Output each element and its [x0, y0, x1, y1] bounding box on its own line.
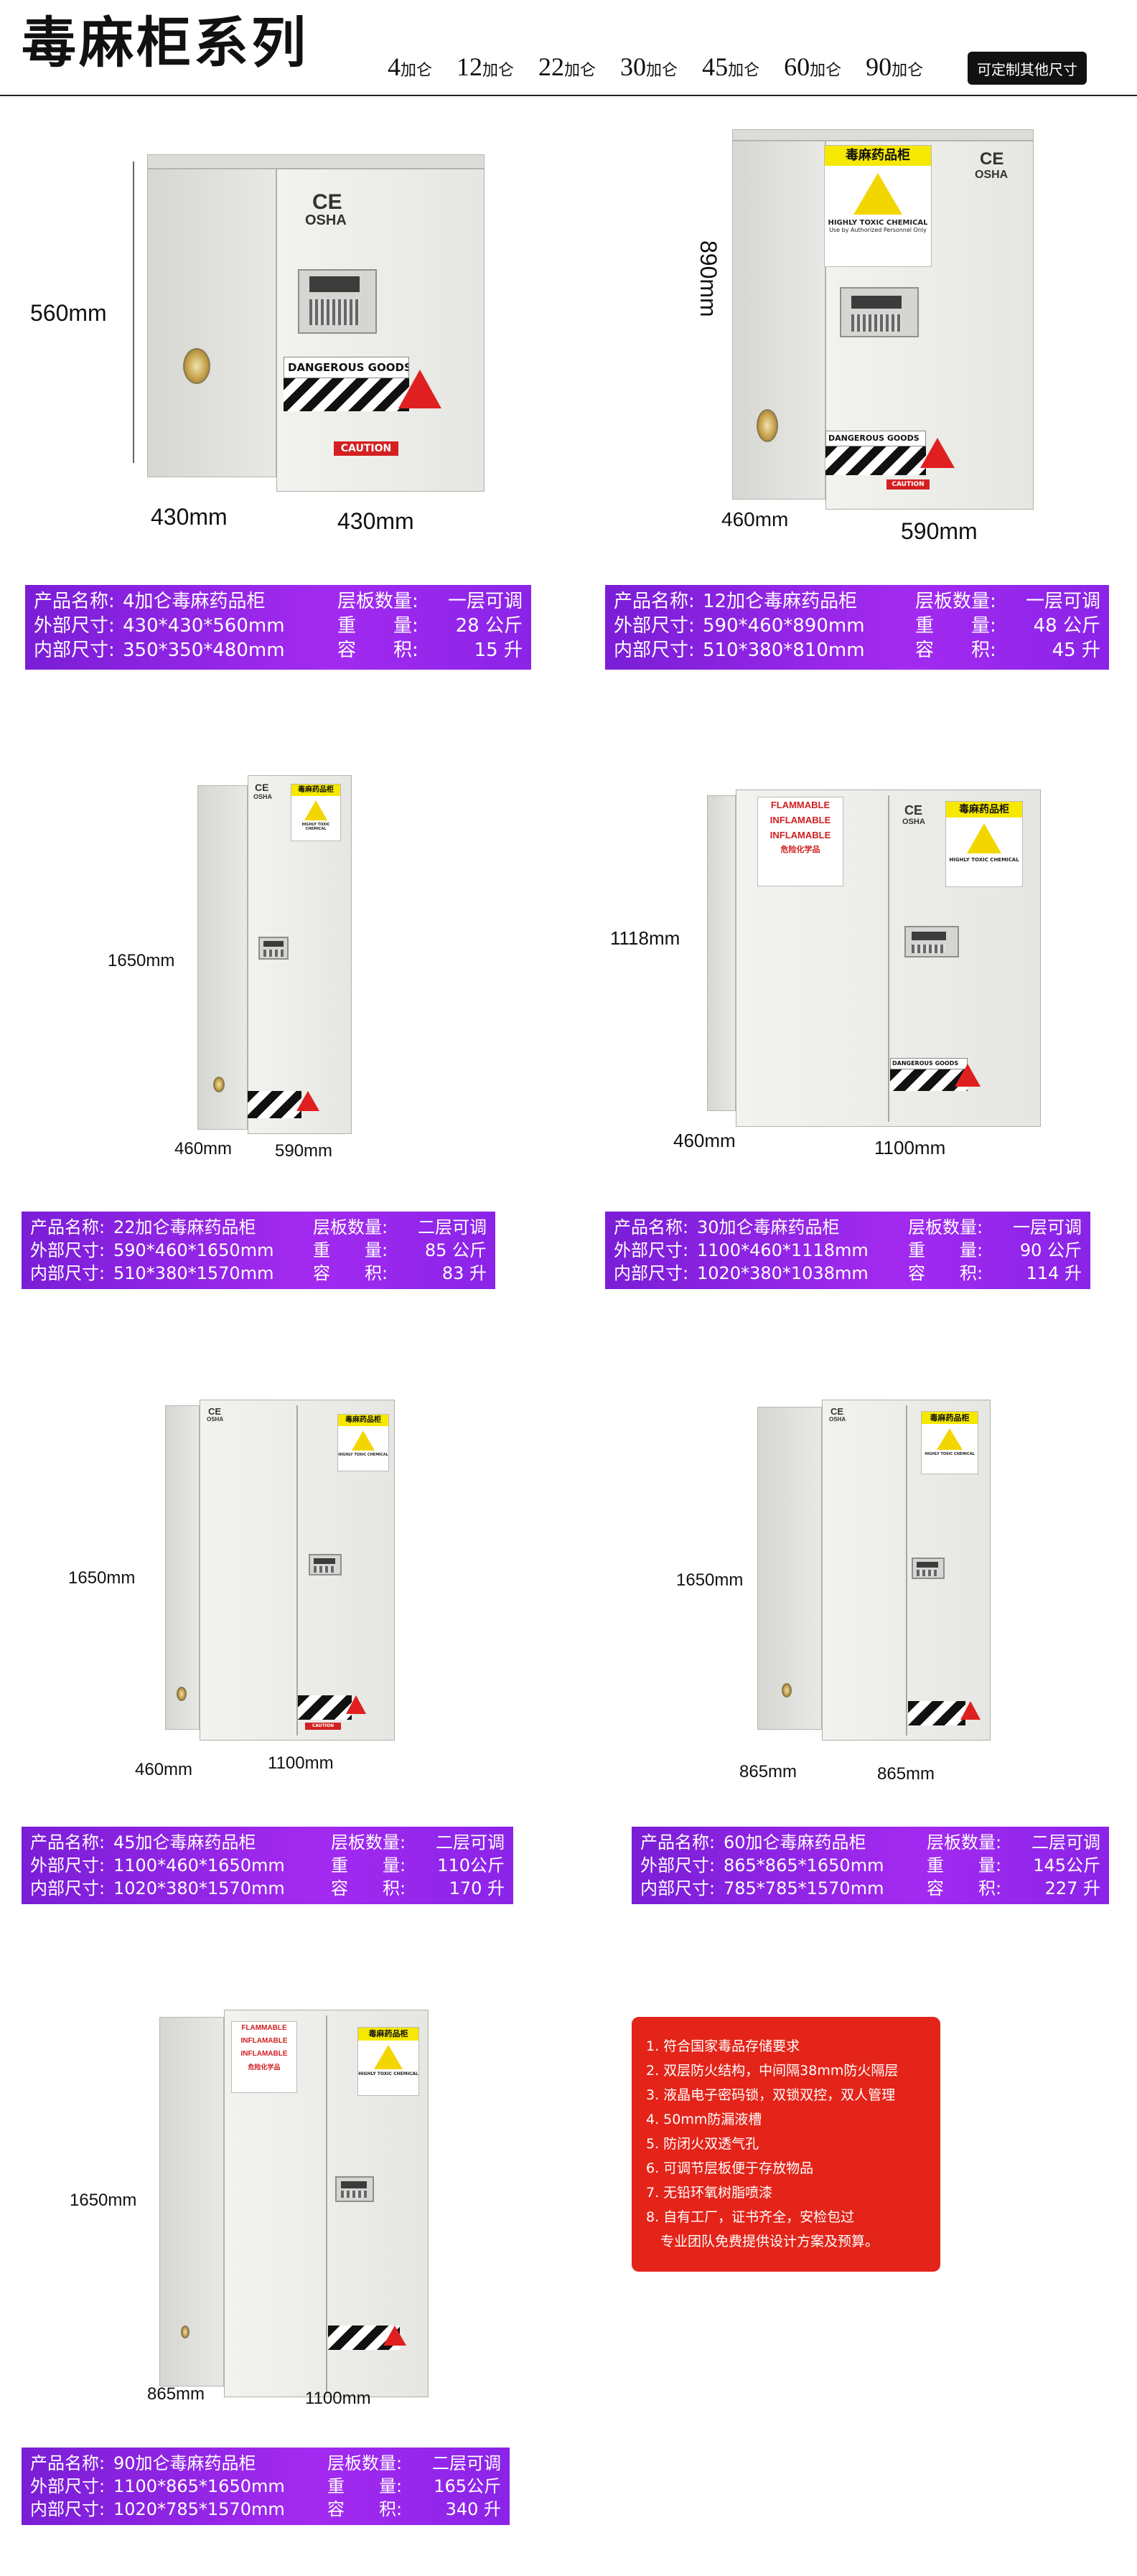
dim-height-30-gallon: 1118mm	[610, 927, 680, 949]
spec-box-12-gallon: 产品名称:12加仑毒麻药品柜层板数量:一层可调 外部尺寸:590*460*890…	[605, 585, 1109, 670]
feature-item: 专业团队免费提供设计方案及预算。	[660, 2234, 879, 2249]
feature-item: 6. 可调节层板便于存放物品	[646, 2160, 814, 2176]
dim-height-90-gallon: 1650mm	[70, 2191, 137, 2210]
feature-item: 4. 50mm防漏液槽	[646, 2112, 762, 2127]
dim-width-4-gallon: 430mm	[337, 508, 414, 534]
dim-width-45-gallon: 1100mm	[268, 1753, 334, 1773]
spec-box-90-gallon: 产品名称:90加仑毒麻药品柜层板数量:二层可调 外部尺寸:1100*865*16…	[22, 2448, 510, 2525]
dim-depth-90-gallon: 865mm	[147, 2384, 205, 2404]
dim-width-22-gallon: 590mm	[275, 1141, 333, 1161]
feature-item: 8. 自有工厂，证书齐全，安检包过	[646, 2209, 855, 2225]
gallon-size-list: 4加仑 12加仑 22加仑 30加仑 45加仑 60加仑 90加仑	[388, 52, 923, 82]
dim-height-60-gallon: 1650mm	[676, 1570, 744, 1590]
dim-depth-4-gallon: 430mm	[151, 504, 228, 530]
feature-item: 3. 液晶电子密码锁，双锁双控，双人管理	[646, 2087, 896, 2103]
size-22-gallon[interactable]: 22加仑	[538, 52, 596, 81]
feature-item: 7. 无铅环氧树脂喷漆	[646, 2185, 773, 2201]
dim-depth-22-gallon: 460mm	[174, 1139, 233, 1158]
dim-width-90-gallon: 1100mm	[305, 2389, 371, 2408]
size-30-gallon[interactable]: 30加仑	[620, 52, 678, 81]
cabinet-image-45-gallon: CE OSHA 毒麻药品柜 HIGHLY TOXIC CHEMICAL CAUT…	[165, 1400, 395, 1741]
size-4-gallon[interactable]: 4加仑	[388, 52, 433, 81]
size-45-gallon[interactable]: 45加仑	[702, 52, 760, 81]
feature-item: 2. 双层防火结构，中间隔38mm防火隔层	[646, 2063, 899, 2079]
header-divider	[0, 95, 1137, 96]
size-90-gallon[interactable]: 90加仑	[866, 52, 924, 81]
dim-width-60-gallon: 865mm	[877, 1764, 935, 1784]
cabinet-image-4-gallon: CE OSHA DANGEROUS GOODS CAUTION	[147, 154, 485, 492]
dim-height-4-gallon: 560mm	[30, 300, 107, 326]
size-12-gallon[interactable]: 12加仑	[457, 52, 515, 81]
dim-width-12-gallon: 590mm	[901, 518, 978, 544]
features-box: 1. 符合国家毒品存储要求 2. 双层防火结构，中间隔38mm防火隔层 3. 液…	[632, 2017, 940, 2272]
dim-depth-45-gallon: 460mm	[135, 1760, 193, 1779]
dim-height-22-gallon: 1650mm	[108, 951, 175, 970]
dim-height-45-gallon: 1650mm	[68, 1568, 136, 1588]
cabinet-image-22-gallon: CE OSHA 毒麻药品柜 HIGHLY TOXIC CHEMICAL	[197, 775, 352, 1134]
size-60-gallon[interactable]: 60加仑	[784, 52, 842, 81]
dim-depth-30-gallon: 460mm	[673, 1130, 736, 1151]
spec-box-30-gallon: 产品名称:30加仑毒麻药品柜层板数量:一层可调 外部尺寸:1100*460*11…	[605, 1212, 1090, 1289]
spec-box-45-gallon: 产品名称:45加仑毒麻药品柜层板数量:二层可调 外部尺寸:1100*460*16…	[22, 1827, 513, 1904]
dim-depth-12-gallon: 460mm	[721, 508, 789, 530]
custom-size-button[interactable]: 可定制其他尺寸	[968, 52, 1087, 85]
cabinet-image-12-gallon: 毒麻药品柜 HIGHLY TOXIC CHEMICAL Use by Autho…	[732, 129, 1034, 510]
feature-item: 5. 防闭火双透气孔	[646, 2136, 759, 2152]
dim-width-30-gallon: 1100mm	[874, 1137, 946, 1158]
spec-box-60-gallon: 产品名称:60加仑毒麻药品柜层板数量:二层可调 外部尺寸:865*865*165…	[632, 1827, 1109, 1904]
cabinet-image-60-gallon: CE OSHA 毒麻药品柜 HIGHLY TOXIC CHEMICAL	[757, 1400, 991, 1741]
spec-box-4-gallon: 产品名称:4加仑毒麻药品柜层板数量:一层可调 外部尺寸:430*430*560m…	[25, 585, 531, 670]
page-title: 毒麻柜系列	[22, 11, 309, 75]
feature-item: 1. 符合国家毒品存储要求	[646, 2038, 800, 2054]
dim-height-12-gallon: 890mm	[696, 240, 721, 317]
dim-depth-60-gallon: 865mm	[739, 1762, 797, 1781]
spec-box-22-gallon: 产品名称:22加仑毒麻药品柜层板数量:二层可调 外部尺寸:590*460*165…	[22, 1212, 495, 1289]
